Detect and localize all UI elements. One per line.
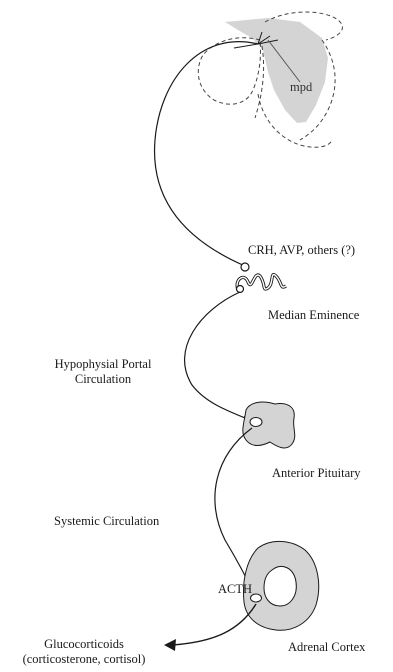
releasing-factors-label: CRH, AVP, others (?) (248, 243, 355, 258)
hypothalamus-section (198, 12, 342, 147)
paraventricular-nucleus-shaded (225, 18, 328, 123)
anterior-pituitary-shape (243, 402, 295, 448)
brain-outline-midline (255, 46, 264, 118)
axon-terminal (241, 263, 249, 271)
portal-capillary-start (237, 286, 244, 293)
anterior-pituitary-label: Anterior Pituitary (272, 466, 361, 481)
glucocorticoid-arrowhead (164, 639, 176, 651)
glucocorticoids-label-line2: (corticosterone, cortisol) (4, 652, 164, 667)
glucocorticoids-label: Glucocorticoids (corticosterone, cortiso… (4, 637, 164, 667)
hypothalamic-axon (155, 42, 258, 266)
hypophysial-portal-vessel (185, 292, 250, 420)
portal-circulation-label-line2: Circulation (44, 372, 162, 387)
median-eminence-capillary-coil (237, 275, 286, 290)
glucocorticoid-output-vessel (172, 604, 256, 645)
adrenal-cortex-label: Adrenal Cortex (288, 640, 365, 655)
corticotroph-cell (250, 418, 262, 427)
adrenal-medulla (264, 566, 296, 606)
adrenal-cell (251, 594, 262, 602)
glucocorticoids-label-line1: Glucocorticoids (4, 637, 164, 652)
systemic-circulation-label: Systemic Circulation (54, 514, 159, 529)
mpd-label: mpd (290, 80, 312, 95)
median-eminence-label: Median Eminence (268, 308, 359, 323)
brain-outline-left (198, 38, 260, 104)
portal-circulation-label-line1: Hypophysial Portal (44, 357, 162, 372)
portal-circulation-label: Hypophysial Portal Circulation (44, 357, 162, 387)
acth-label: ACTH (218, 582, 252, 597)
